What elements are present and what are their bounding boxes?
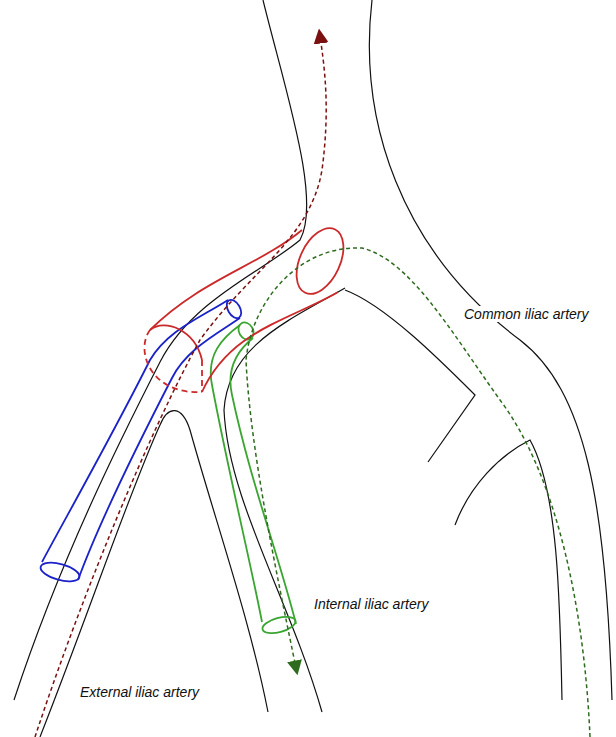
stents <box>39 221 353 636</box>
artery-label: Internal iliac artery <box>312 596 430 612</box>
blue-stent <box>39 297 245 585</box>
vessel-walls <box>14 0 612 737</box>
artery-label: Common iliac artery <box>462 306 590 322</box>
flow-paths <box>35 36 590 737</box>
artery-label: External iliac artery <box>78 684 201 700</box>
red-stent <box>144 221 352 392</box>
green-stent <box>211 320 298 636</box>
